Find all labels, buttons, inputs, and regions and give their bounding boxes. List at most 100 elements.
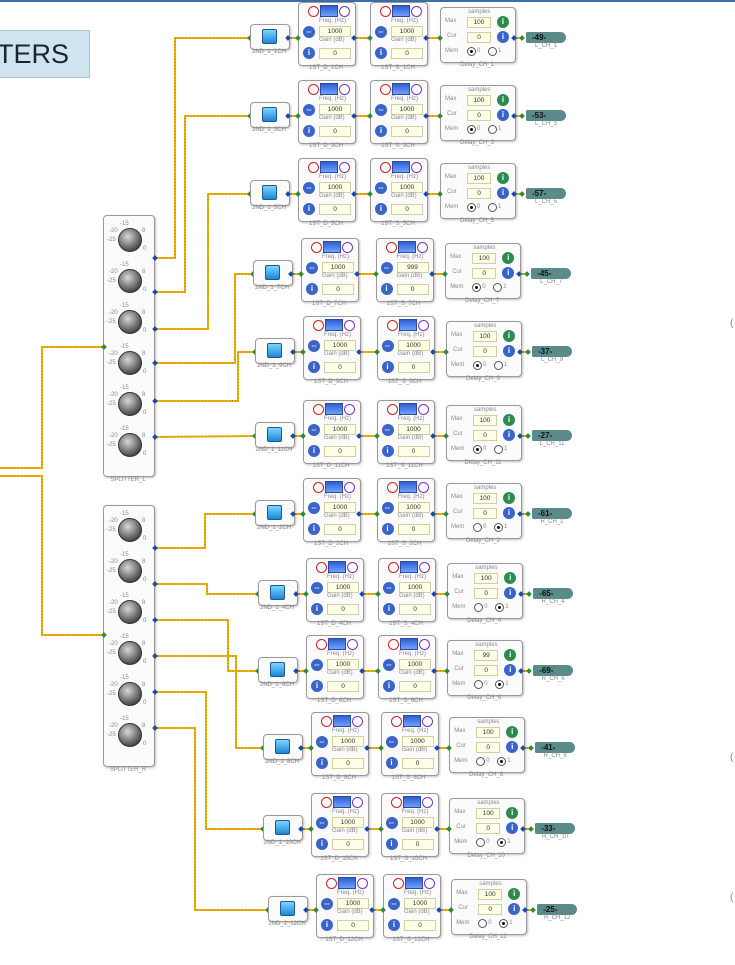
source-toggle[interactable] [262,107,277,122]
gain-value[interactable]: 0 [401,758,434,769]
info-icon[interactable]: i [504,649,517,661]
info-icon[interactable]: i [303,203,315,215]
mem-radio-1[interactable] [497,838,507,847]
max-samples-field[interactable]: 100 [473,415,497,426]
info-icon[interactable]: i [506,726,519,738]
port-connector[interactable] [519,113,525,119]
gain-value[interactable]: 0 [399,681,431,692]
mem-radio-1[interactable] [488,125,497,134]
phase-icon[interactable] [347,639,358,650]
mem-radio-1[interactable] [494,361,503,370]
source-toggle[interactable] [275,739,290,754]
cur-samples-field[interactable]: 0 [472,268,497,279]
freq-link-icon[interactable]: ⇔ [381,340,394,352]
source-toggle[interactable] [262,29,277,44]
source-toggle[interactable] [280,901,295,916]
info-icon[interactable]: i [316,757,328,769]
phase-icon[interactable] [421,716,433,727]
gain-value[interactable]: 0 [401,839,434,850]
port-connector[interactable] [528,826,535,832]
power-icon[interactable] [308,6,319,17]
freq-value[interactable]: 1000 [391,182,423,193]
freq-value[interactable]: 1000 [399,582,431,593]
source-block[interactable] [255,422,295,448]
gain-value[interactable]: 0 [397,446,430,457]
gain-value[interactable]: 0 [332,839,364,850]
output-level-tag[interactable]: -41- [535,742,576,753]
freq-value[interactable]: 1000 [319,104,351,115]
eq-curve-icon[interactable] [328,638,346,650]
output-level-tag[interactable]: -45- [531,268,572,279]
freq-link-icon[interactable]: ⇔ [388,898,400,910]
max-samples-field[interactable]: 99 [474,650,499,661]
source-toggle[interactable] [267,427,282,442]
info-icon[interactable]: i [503,492,515,504]
phase-icon[interactable] [419,562,430,573]
freq-value[interactable]: 1000 [324,502,356,513]
max-samples-field[interactable]: 100 [467,173,491,184]
source-toggle[interactable] [270,662,285,677]
source-toggle[interactable] [267,343,282,358]
output-level-tag[interactable]: -27- [532,430,572,441]
port-connector[interactable] [520,826,527,832]
gain-value[interactable]: 0 [391,48,423,59]
source-block[interactable] [258,580,298,606]
eq-curve-icon[interactable] [398,403,417,415]
info-icon[interactable]: i [383,680,395,692]
gain-value[interactable]: 0 [391,204,423,215]
power-icon[interactable] [386,482,398,493]
max-samples-field[interactable]: 100 [467,95,491,106]
info-icon[interactable]: i [308,445,320,457]
port-connector[interactable] [525,349,531,355]
info-icon[interactable]: i [321,919,333,931]
source-toggle[interactable] [267,505,282,520]
freq-value[interactable]: 1000 [397,502,430,513]
freq-value[interactable]: 1000 [391,104,423,115]
eq-curve-icon[interactable] [320,5,338,17]
eq-curve-icon[interactable] [405,877,423,889]
cur-samples-field[interactable]: 0 [478,904,503,915]
info-icon[interactable]: i [381,361,394,373]
power-icon[interactable] [393,878,404,889]
freq-value[interactable]: 1000 [401,817,434,828]
freq-link-icon[interactable]: ⇔ [311,659,323,671]
freq-link-icon[interactable]: ⇔ [381,502,394,514]
source-toggle[interactable] [270,585,285,600]
info-icon[interactable]: i [381,445,394,457]
freq-link-icon[interactable]: ⇔ [385,736,398,748]
eq-curve-icon[interactable] [392,5,410,17]
freq-value[interactable]: 1000 [332,817,364,828]
source-block[interactable] [253,260,293,286]
eq-curve-icon[interactable] [392,83,410,95]
output-level-tag[interactable]: -49- [526,32,566,43]
eq-curve-icon[interactable] [320,161,338,173]
output-level-tag[interactable]: -37- [532,346,572,357]
max-samples-field[interactable]: 100 [467,17,491,28]
freq-link-icon[interactable]: ⇔ [303,26,315,38]
mem-radio-0[interactable] [474,680,484,689]
phase-icon[interactable] [411,162,422,173]
freq-value[interactable]: 1000 [397,424,430,435]
phase-icon[interactable] [352,797,363,808]
mem-radio-1[interactable] [488,203,497,212]
mem-radio-1[interactable] [497,757,507,766]
freq-value[interactable]: 1000 [327,659,359,670]
freq-value[interactable]: 1000 [332,736,364,747]
phase-icon[interactable] [344,404,355,415]
freq-link-icon[interactable]: ⇔ [321,898,333,910]
freq-value[interactable]: 999 [396,262,429,273]
output-level-tag[interactable]: -33- [535,823,576,834]
gain-value[interactable]: 0 [319,126,351,137]
freq-link-icon[interactable]: ⇔ [375,182,387,194]
info-icon[interactable]: i [497,187,509,199]
